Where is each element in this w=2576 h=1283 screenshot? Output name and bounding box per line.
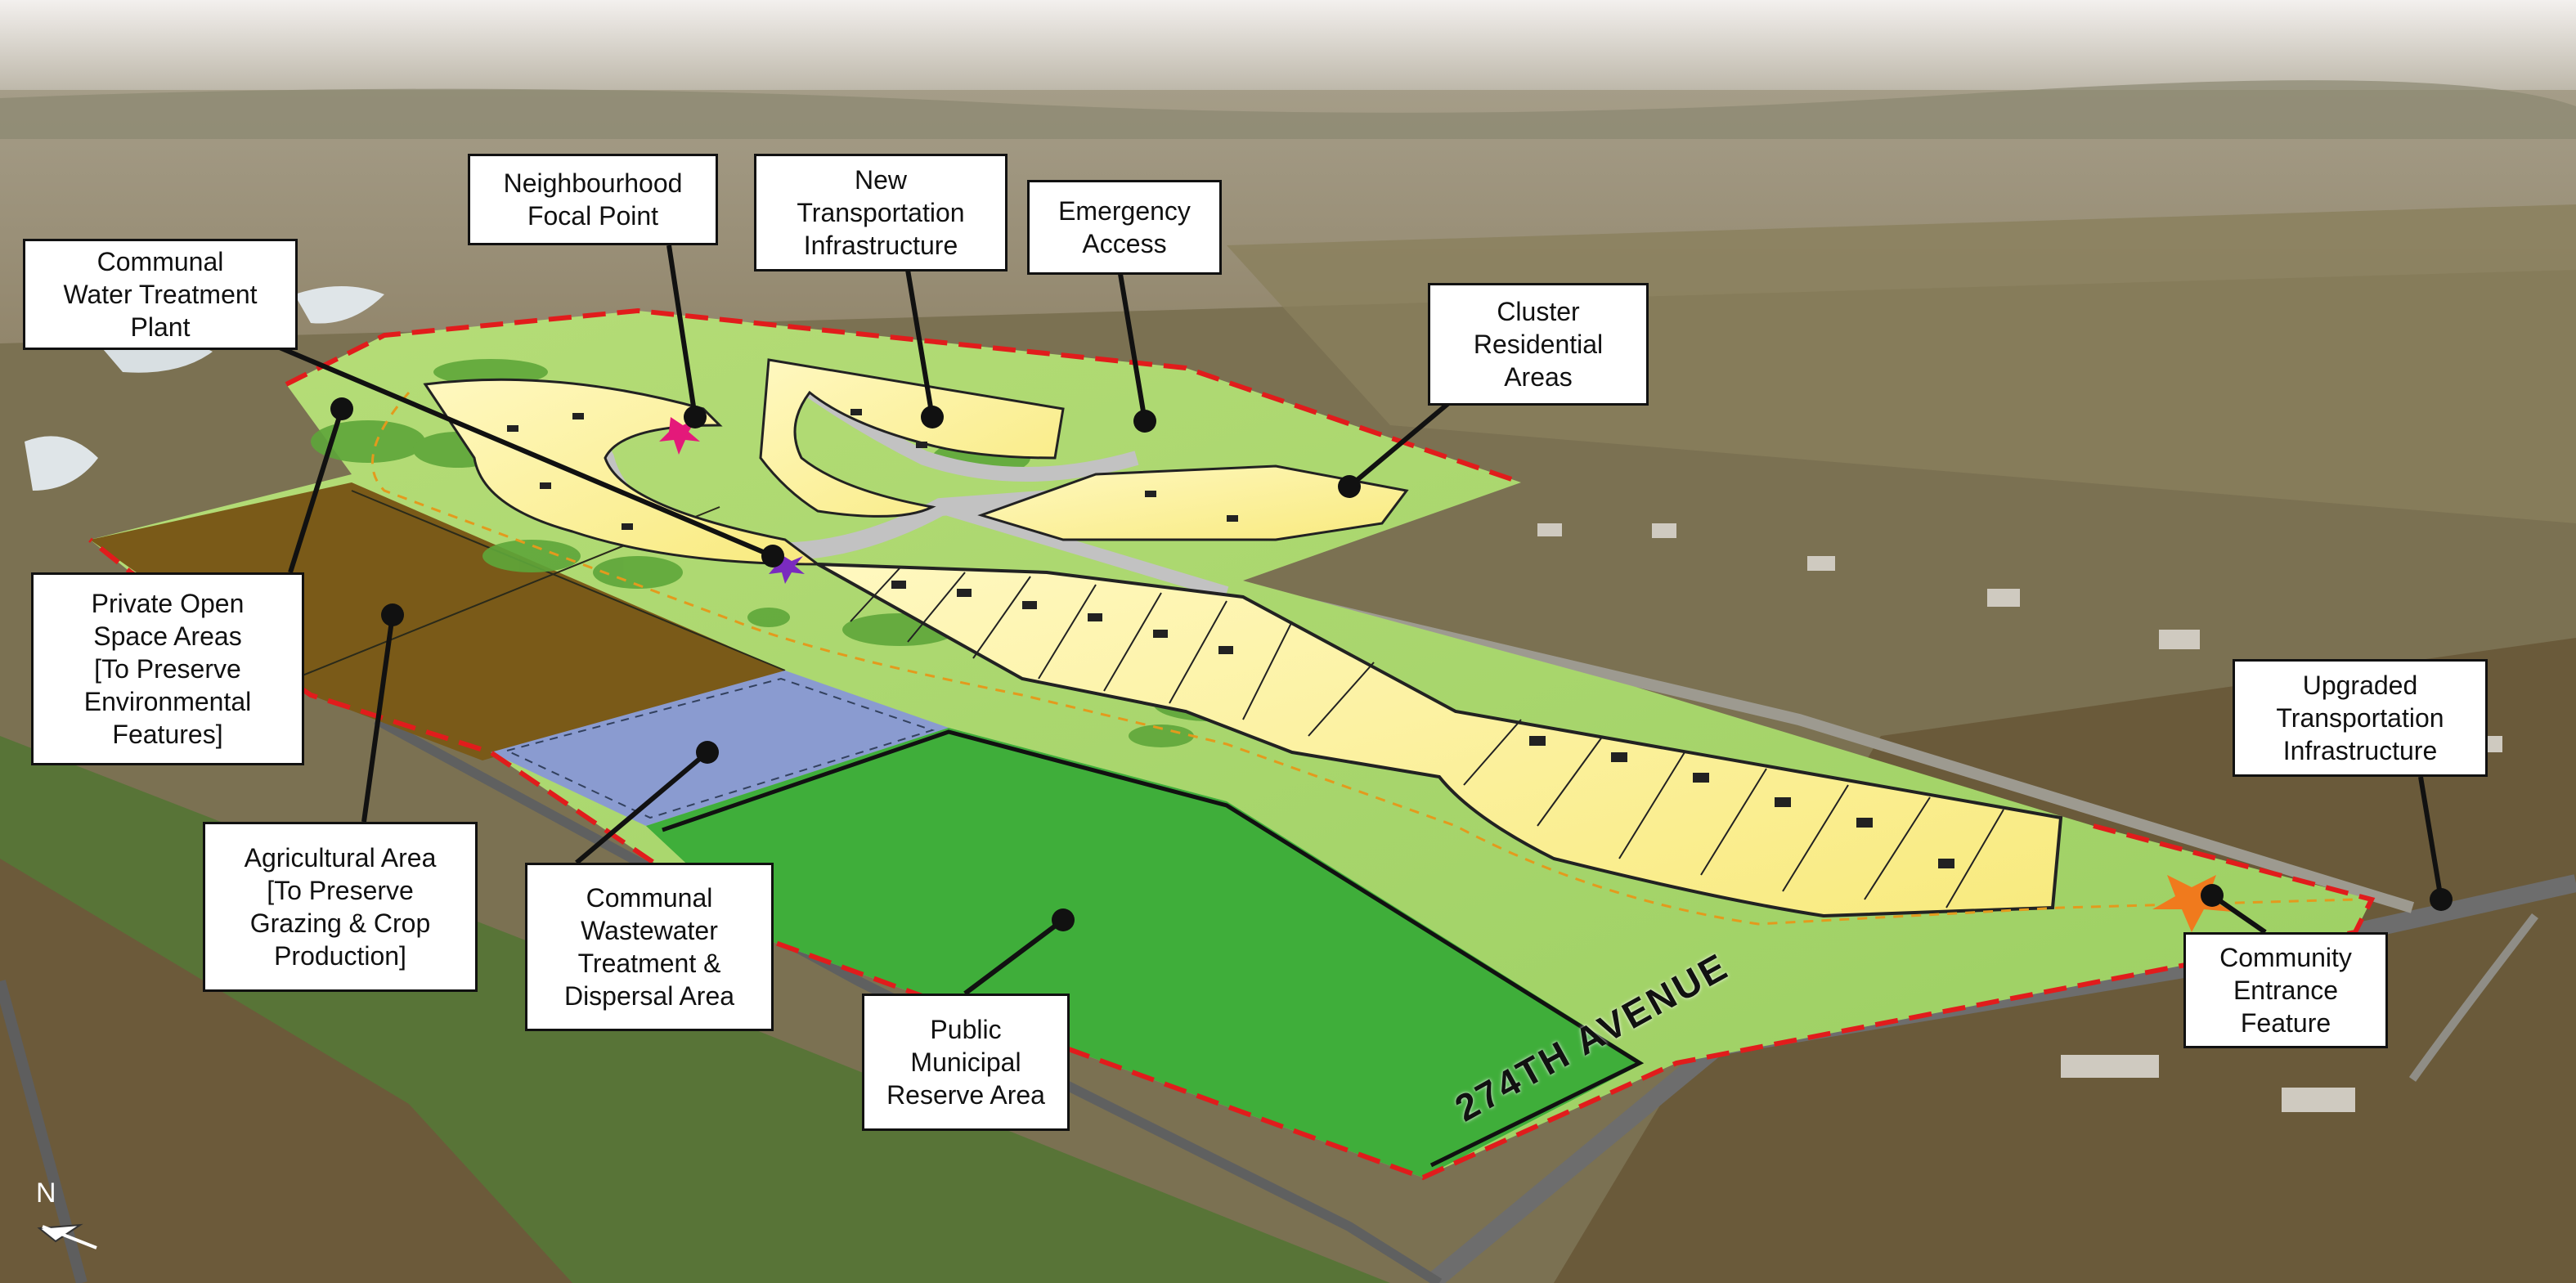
callout-public-municipal-reserve-area: Public Municipal Reserve Area — [862, 994, 1070, 1131]
callout-text: Public Municipal Reserve Area — [886, 1015, 1045, 1110]
house-footprints — [507, 409, 1954, 868]
trail-line — [371, 392, 2356, 926]
north-arrow: N — [31, 1178, 105, 1251]
north-arrow-icon — [37, 1223, 97, 1249]
entrance-feature-marker — [2152, 875, 2233, 932]
callout-text: Community Entrance Feature — [2219, 943, 2352, 1038]
callout-text: Upgraded Transportation Infrastructure — [2276, 671, 2444, 765]
callout-new-transportation-infrastructure: New Transportation Infrastructure — [754, 154, 1008, 271]
callout-neighbourhood-focal-point: Neighbourhood Focal Point — [468, 154, 718, 245]
residential-lots-strip — [817, 563, 2063, 918]
callout-text: Communal Wastewater Treatment & Dispersa… — [563, 883, 735, 1011]
reserve-boundary — [662, 729, 1645, 1168]
north-letter: N — [36, 1178, 56, 1209]
internal-road — [938, 500, 1229, 599]
residential-cluster — [423, 378, 822, 566]
near-left-brown-field — [0, 859, 572, 1283]
residential-cluster — [759, 358, 1065, 518]
residential-cluster — [977, 464, 1409, 541]
callout-text: Agricultural Area [To Preserve Grazing &… — [244, 843, 437, 971]
wastewater-dashed-line — [505, 677, 936, 819]
callout-text: New Transportation Infrastructure — [797, 165, 965, 260]
wastewater-parcel — [491, 671, 949, 826]
callout-text: Emergency Access — [1058, 196, 1191, 258]
callout-text: Cluster Residential Areas — [1473, 297, 1604, 392]
pond — [294, 286, 384, 324]
leader-dots — [330, 397, 2453, 931]
houses — [1537, 523, 2502, 1112]
callout-communal-wastewater-treatment: Communal Wastewater Treatment & Dispersa… — [525, 863, 774, 1031]
callout-text: Communal Water Treatment Plant — [63, 247, 258, 342]
road — [374, 715, 1443, 1283]
callout-upgraded-transportation-infrastructure: Upgraded Transportation Infrastructure — [2233, 659, 2488, 777]
callout-text: Private Open Space Areas [To Preserve En… — [83, 589, 252, 749]
callout-agricultural-area: Agricultural Area [To Preserve Grazing &… — [203, 822, 478, 992]
callout-emergency-access: Emergency Access — [1027, 180, 1222, 275]
parcel-line — [351, 490, 786, 671]
water-plant-marker — [769, 554, 805, 584]
far-hills — [0, 80, 2576, 139]
callout-community-entrance-feature: Community Entrance Feature — [2183, 932, 2388, 1048]
callout-communal-water-treatment-plant: Communal Water Treatment Plant — [23, 239, 298, 350]
callout-private-open-space-areas: Private Open Space Areas [To Preserve En… — [31, 572, 304, 765]
callout-cluster-residential-areas: Cluster Residential Areas — [1428, 283, 1649, 406]
road — [2408, 913, 2538, 1082]
sky — [0, 0, 2576, 98]
callout-text: Neighbourhood Focal Point — [503, 168, 683, 231]
lot-lines — [850, 567, 2004, 908]
pond — [25, 436, 98, 491]
municipal-reserve-parcel — [646, 728, 1644, 1178]
